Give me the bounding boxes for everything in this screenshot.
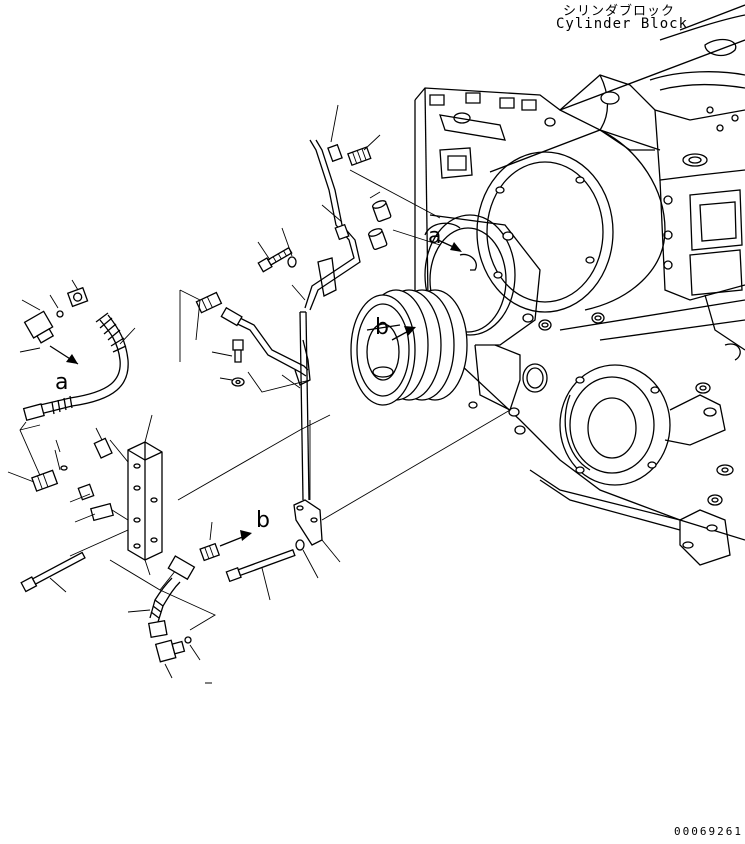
header-title-jp: シリンダブロック bbox=[563, 4, 676, 19]
upper-pipe-group bbox=[258, 105, 440, 310]
callout-b-lower: b bbox=[256, 508, 270, 533]
drawing-code: 00069261 bbox=[674, 825, 743, 838]
callout-a-upper: a bbox=[428, 224, 442, 249]
callout-a-lower: a bbox=[55, 370, 69, 395]
manifold-block bbox=[20, 415, 180, 592]
left-hose-group bbox=[8, 280, 135, 491]
hose-end-upper bbox=[96, 313, 126, 352]
middle-pipe-group bbox=[178, 290, 510, 562]
callout-arrows bbox=[392, 223, 462, 340]
fan-pulley bbox=[351, 290, 467, 405]
lower-elbow-group bbox=[128, 522, 318, 683]
fan-hub-housing bbox=[425, 130, 665, 410]
callout-b-upper: b bbox=[375, 315, 389, 340]
hose-end-lower bbox=[52, 396, 72, 414]
header-title-en: Cylinder Block bbox=[556, 16, 689, 32]
cylinder-block bbox=[415, 5, 745, 565]
